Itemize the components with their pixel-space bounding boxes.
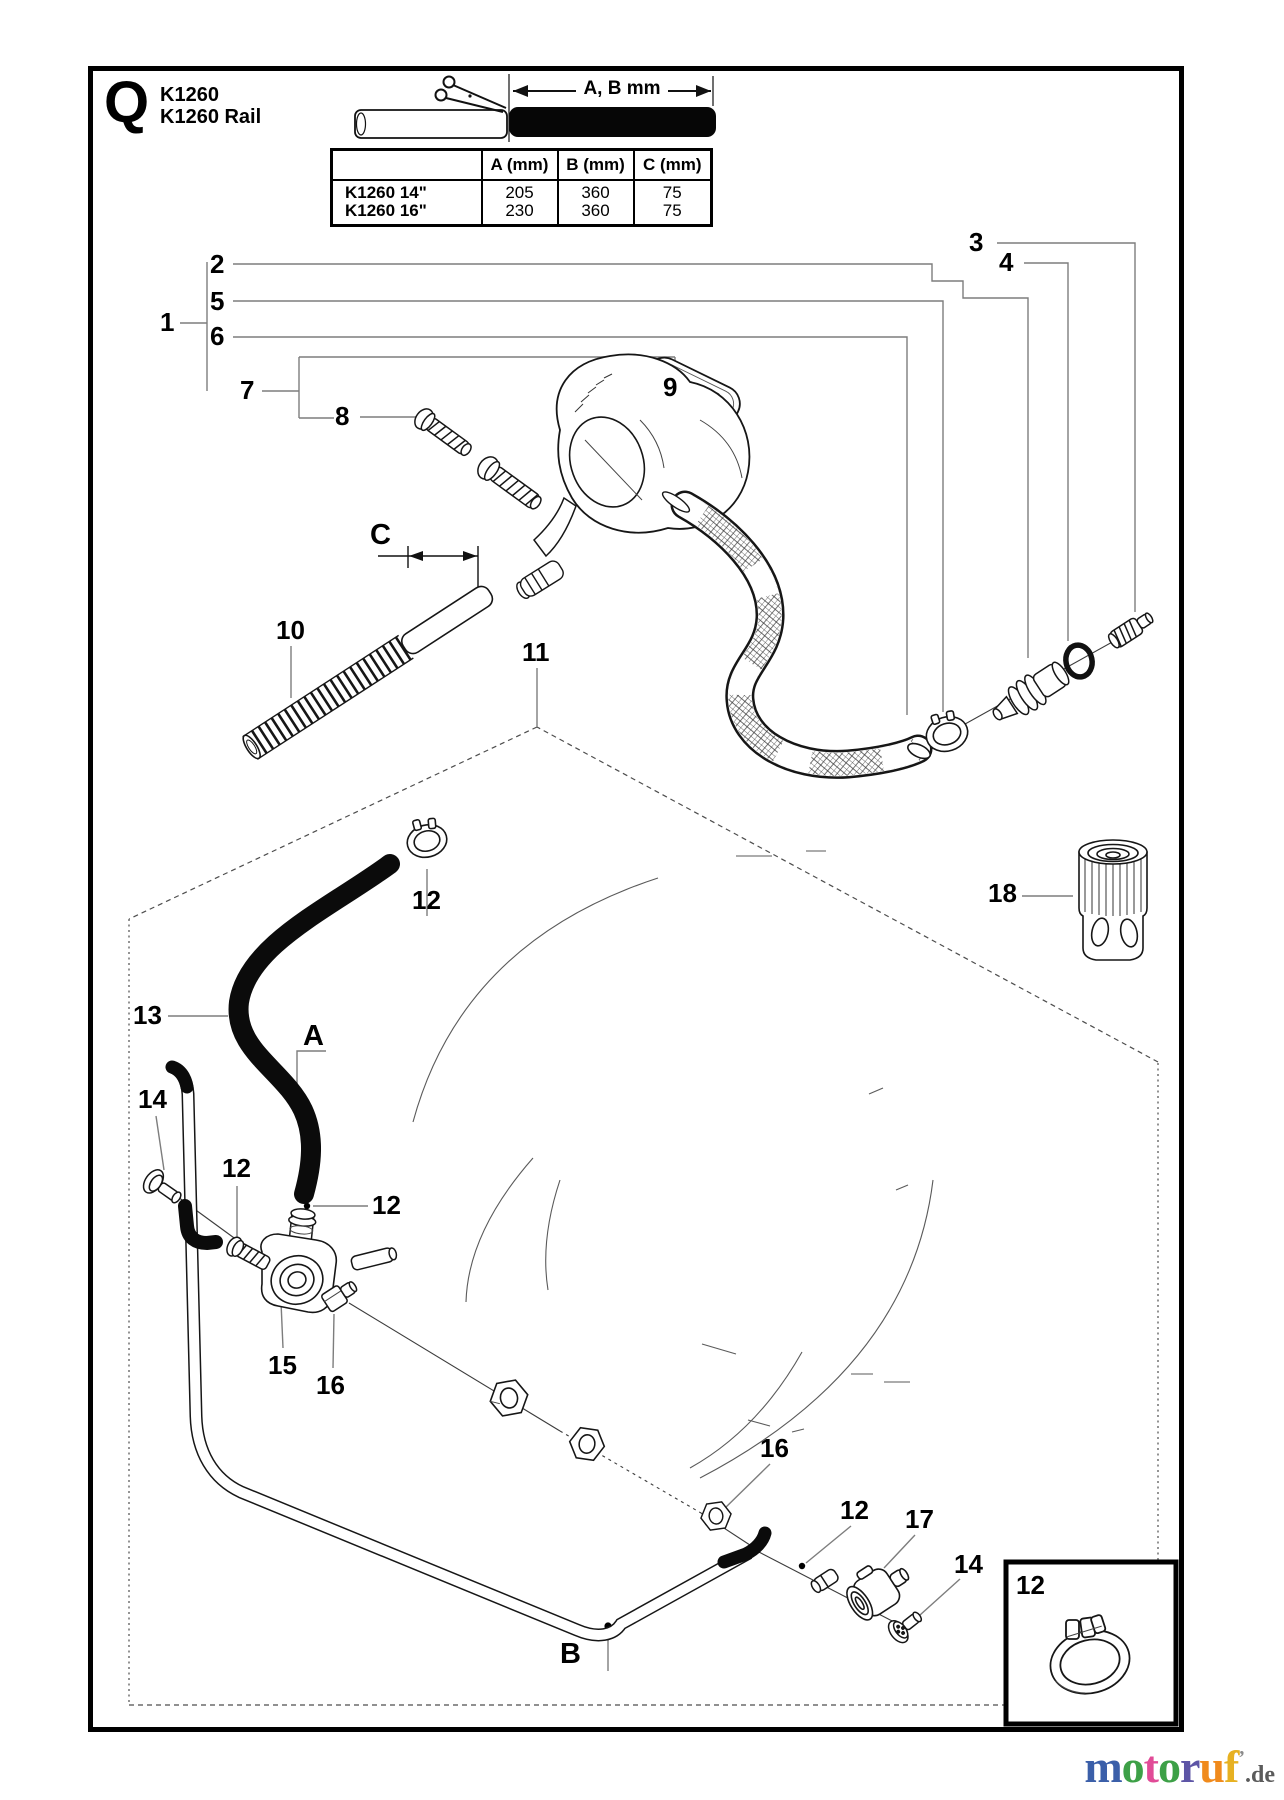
hose-coupling-part-18 (1078, 839, 1148, 961)
c-dimension-arrow (378, 546, 479, 597)
tube-nut-a (489, 1379, 529, 1417)
callout-12-box: 12 (1016, 1570, 1045, 1600)
c-value: 75 (632, 180, 712, 202)
quick-connector (992, 661, 1070, 721)
callout-10: 10 (276, 615, 305, 645)
callout-11: 11 (522, 637, 550, 667)
hose-cut-dimension-label: A, B mm (583, 78, 661, 99)
black-hose-part-13 (228, 854, 400, 1204)
callout-2: 2 (210, 249, 225, 279)
model-name-2: K1260 Rail (160, 106, 262, 128)
logo-letter: t (1143, 1741, 1159, 1792)
section-letter: Q (104, 70, 150, 135)
callout-16-valve: 16 (316, 1370, 345, 1400)
hose-cut-sample-graphic (354, 74, 716, 142)
valve-flange (270, 1255, 324, 1305)
callout-12-tube-end: 12 (840, 1495, 869, 1525)
table-row: K1260 16" 230 360 75 (332, 200, 712, 226)
callout-15: 15 (268, 1350, 297, 1380)
valve-outlet-barb (516, 560, 564, 600)
dashed-work-area-boundary (128, 726, 1159, 1706)
callout-1: 1 (160, 307, 175, 337)
logo-letter: m (1084, 1741, 1122, 1792)
size-table-header-b: B (mm) (556, 149, 634, 181)
diagram-border (88, 66, 1184, 1732)
callout-12-hose-end: 12 (372, 1190, 401, 1220)
metal-tube-part-b (165, 1060, 772, 1642)
logo-letter: o (1157, 1741, 1181, 1792)
spring-detail (574, 373, 613, 413)
callout-18: 18 (988, 878, 1017, 908)
logo-apostrophe: ’ (1238, 1747, 1245, 1769)
model-name-1: K1260 (160, 84, 219, 106)
callout-3: 3 (969, 227, 984, 257)
filter-plug (1107, 612, 1154, 649)
logo-letter: r (1179, 1741, 1200, 1792)
valve-plug-16 (321, 1281, 358, 1313)
b-value: 360 (556, 180, 634, 202)
plug-part-14a (142, 1169, 182, 1204)
tube-nut-16 (700, 1501, 732, 1531)
dimension-b-label: B (560, 1638, 581, 1670)
logo-letter: o (1121, 1741, 1145, 1792)
callout-12-clamp: 12 (412, 885, 441, 915)
size-table-header-a: A (mm) (480, 149, 558, 181)
tap-valve-part-15 (226, 1208, 398, 1314)
braided-hose (661, 490, 933, 779)
side-tube (350, 1247, 398, 1271)
scissors-icon (434, 75, 507, 113)
hose-clamp-part-12a (406, 817, 448, 859)
logo-tld: .de (1245, 1762, 1275, 1788)
size-table-header-c: C (mm) (632, 149, 712, 181)
screw-part-8a (414, 408, 472, 457)
callout-7: 7 (240, 375, 255, 405)
size-table-header-blank (331, 149, 482, 181)
callout-14-left: 14 (138, 1084, 167, 1114)
model-cell: K1260 16" (345, 200, 427, 220)
callout-13: 13 (133, 1000, 162, 1030)
black-hose-section (509, 107, 716, 137)
callout-4: 4 (999, 247, 1014, 277)
coupling-part-17 (846, 1565, 910, 1621)
valve-screw (226, 1236, 271, 1270)
logo-letter: u (1199, 1741, 1225, 1792)
b-value: 360 (556, 201, 634, 226)
hose-clamp-ring (925, 710, 969, 753)
callout-5: 5 (210, 286, 225, 316)
a-value: 230 (480, 201, 558, 226)
machine-outline-sketch (412, 850, 934, 1479)
o-ring (1063, 642, 1095, 680)
clamp-detail-drawing (1049, 1614, 1131, 1695)
callout-leader-lines (155, 242, 1136, 1671)
callout-14-right: 14 (954, 1549, 983, 1579)
plug-part-14b (887, 1611, 923, 1644)
c-value: 75 (632, 201, 712, 226)
barb-fitting (810, 1568, 839, 1594)
dimension-a-label: A (303, 1020, 324, 1052)
screw-part-8b (477, 456, 542, 510)
callout-16-tube: 16 (760, 1433, 789, 1463)
model-cell: K1260 14" (345, 183, 427, 202)
callout-9: 9 (663, 372, 678, 402)
callout-8: 8 (335, 401, 350, 431)
motoruf-logo: motoruf’.de (960, 1744, 1275, 1790)
table-row: K1260 14" 205 360 75 (332, 180, 712, 202)
detail-box-12 (1003, 1559, 1179, 1727)
size-table: A (mm) B (mm) C (mm) K1260 14" 205 360 7… (330, 148, 713, 227)
coil-hose-part-10 (242, 585, 494, 760)
callout-12-left: 12 (222, 1153, 251, 1183)
size-table-header-row: A (mm) B (mm) C (mm) (331, 149, 712, 181)
dimension-c-label: C (370, 519, 391, 551)
callout-17: 17 (905, 1504, 934, 1534)
water-valve-assembly (532, 353, 751, 558)
tube-nut-b (568, 1426, 606, 1462)
a-value: 205 (480, 180, 558, 202)
logo-letter: f (1224, 1741, 1239, 1792)
callout-6: 6 (210, 321, 225, 351)
